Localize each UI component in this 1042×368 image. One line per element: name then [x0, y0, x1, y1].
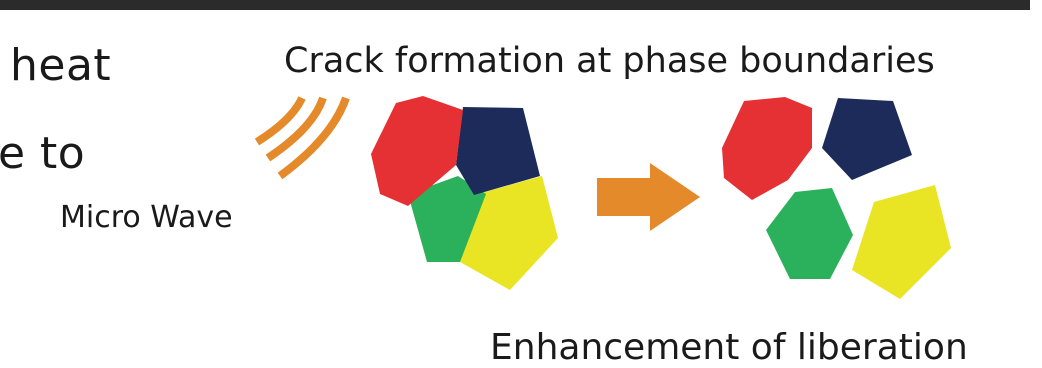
liberated-yellow-grain	[852, 185, 951, 299]
clipped-text-heat: heat	[10, 40, 112, 91]
intact-navy-grain	[456, 107, 540, 195]
microwave-waves-icon	[254, 96, 350, 180]
liberated-particles	[722, 97, 951, 299]
wave-arc-2	[265, 96, 327, 162]
liberated-navy-grain	[822, 98, 912, 180]
top-divider	[0, 0, 1030, 10]
intact-green-grain	[408, 176, 486, 262]
crack-formation-label: Crack formation at phase boundaries	[284, 41, 935, 81]
wave-arc-3	[277, 96, 350, 180]
clipped-text-e-to: e to	[0, 128, 86, 179]
right-arrow-icon	[597, 163, 700, 231]
liberated-red-grain	[722, 97, 812, 200]
liberated-green-grain	[766, 188, 853, 279]
intact-red-grain	[371, 96, 463, 206]
micro-wave-label: Micro Wave	[60, 200, 233, 235]
liberation-label: Enhancement of liberation	[490, 327, 968, 368]
intact-yellow-grain	[460, 176, 558, 290]
wave-arc-1	[254, 96, 306, 146]
intact-particle-cluster	[371, 96, 558, 290]
